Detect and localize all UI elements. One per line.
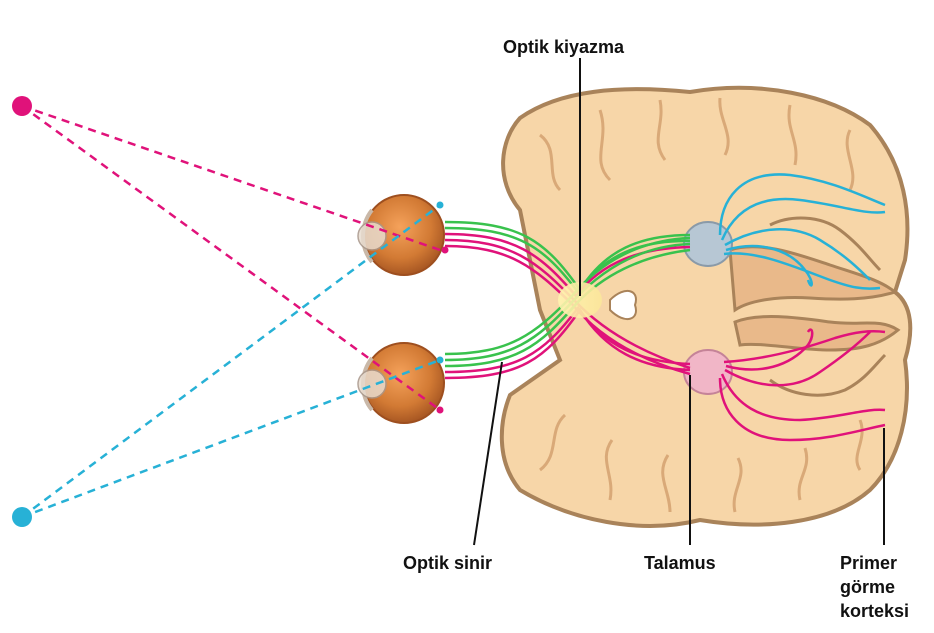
thalamus-lower — [684, 350, 732, 394]
cyan-object-point — [12, 507, 32, 527]
thalamus-label: Talamus — [644, 552, 716, 574]
visual-cortex-label-line-1: Primer — [840, 551, 909, 575]
visual-cortex-label-line-3: korteksi — [840, 599, 909, 623]
visual-cortex-label-line-2: görme — [840, 575, 909, 599]
optic-nerve-label: Optik sinir — [403, 552, 492, 574]
left-eye — [358, 195, 444, 275]
optic-chiasm-label: Optik kiyazma — [503, 36, 624, 58]
magenta-object-point — [12, 96, 32, 116]
visual-cortex-label: Primer görme korteksi — [840, 551, 909, 623]
light-rays — [22, 106, 440, 517]
